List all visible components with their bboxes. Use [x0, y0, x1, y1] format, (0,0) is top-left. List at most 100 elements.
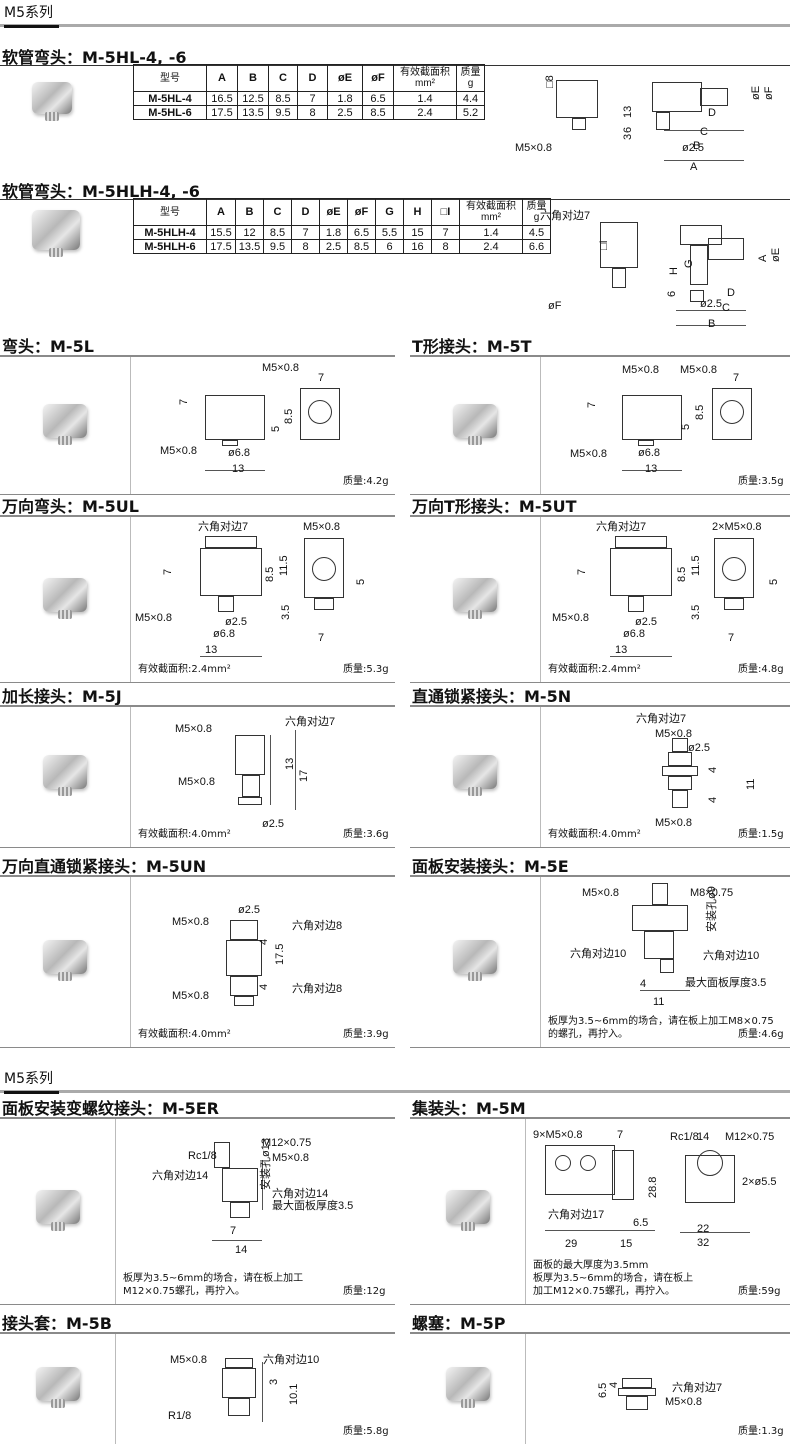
- dimension-label: 7: [318, 372, 325, 384]
- dimension-label: 六角对边7: [636, 713, 687, 725]
- drawing-line: [242, 775, 260, 797]
- mass-label: 质量:5.8g: [343, 1426, 389, 1437]
- table-cell: 8: [431, 239, 460, 254]
- thread-icon: [468, 787, 482, 796]
- dimension-label: 六角对边7: [285, 716, 336, 728]
- product-photo: [453, 403, 497, 438]
- dimension-label: 六角对边7: [198, 521, 249, 533]
- dimension-label: D: [727, 287, 735, 299]
- dimension-label: 17: [298, 769, 310, 782]
- panel-title: T形接头：M-5T: [412, 337, 532, 356]
- dimension-label: M5×0.8: [175, 723, 212, 735]
- dimension-label: M5×0.8: [680, 364, 717, 376]
- panel-note: 加工M12×0.75螺孔，再拧入。: [533, 1286, 675, 1297]
- drawing-line: [672, 738, 688, 752]
- dimension-label: 7: [617, 1129, 624, 1141]
- dimension-label: M5×0.8: [303, 521, 340, 533]
- dimension-label: M12×0.75: [725, 1131, 775, 1143]
- drawing-line: [676, 325, 746, 326]
- dimension-label: 2×M5×0.8: [712, 521, 762, 533]
- series-label: M5系列: [4, 1068, 59, 1094]
- dimension-label: 32: [697, 1237, 710, 1249]
- table-cell: 5.2: [456, 105, 485, 120]
- table-cell: 8: [297, 105, 328, 120]
- drawing-line: [218, 596, 234, 612]
- drawing-line: [610, 656, 672, 657]
- table-cell: 4.4: [456, 91, 485, 106]
- panel-title: 万向直通锁紧接头：M-5UN: [2, 857, 207, 876]
- product-photo: [35, 1367, 80, 1401]
- column-header: □I: [431, 198, 460, 226]
- panel-box: [410, 1117, 790, 1305]
- product-photo: [43, 403, 87, 438]
- dimension-label: 六角对边10: [263, 1354, 320, 1366]
- dimension-label: 7: [318, 632, 325, 644]
- image-cell: [0, 707, 131, 847]
- dimension-label: 11: [653, 996, 665, 1008]
- drawing-line: [622, 470, 682, 471]
- dimension-label: M5×0.8: [655, 728, 692, 740]
- table-cell: 6.5: [362, 91, 394, 106]
- dimension-label: M12×0.75: [262, 1137, 312, 1149]
- drawing-line: [712, 388, 752, 440]
- drawing-line: [664, 160, 744, 161]
- column-header: G: [375, 198, 404, 226]
- drawing-line: [700, 88, 728, 106]
- drawing-line: [676, 310, 746, 311]
- table-cell: 1.8: [319, 225, 348, 240]
- dimension-label: ø6.8: [228, 447, 251, 459]
- thread-icon: [50, 1221, 65, 1231]
- dimension-label: 六角对边10: [570, 948, 627, 960]
- table-cell: 2.5: [319, 239, 348, 254]
- table-cell: 6.5: [347, 225, 376, 240]
- product-photo: [32, 210, 80, 250]
- dimension-label: 3.5: [690, 604, 702, 620]
- mass-label: 质量:1.5g: [738, 829, 784, 840]
- dimension-label: 13: [622, 105, 634, 118]
- product-photo: [453, 940, 497, 974]
- dimension-label: 11.5: [690, 555, 702, 576]
- panel-box: [410, 875, 790, 1048]
- mass-label: 质量:4.6g: [738, 1029, 784, 1040]
- dimension-label: C: [700, 126, 708, 138]
- drawing-line: [308, 400, 332, 424]
- thread-icon: [58, 609, 72, 619]
- dimension-label: ø6.8: [623, 628, 646, 640]
- panel-title: 面板安装变螺纹接头：M-5ER: [2, 1099, 219, 1118]
- dimension-label: M5×0.8: [178, 776, 215, 788]
- drawing-line: [708, 238, 744, 260]
- drawing-line: [200, 656, 262, 657]
- dimension-label: 7: [178, 398, 190, 405]
- product-photo: [32, 82, 72, 114]
- table-cell: 8.5: [362, 105, 394, 120]
- drawing-line: [234, 996, 254, 1006]
- dimension-label: 安装孔ø9: [706, 886, 718, 932]
- image-cell: [410, 877, 541, 1047]
- panel-note: M12×0.75螺孔，再拧入。: [123, 1286, 245, 1297]
- dimension-label: 6: [666, 290, 678, 297]
- dimension-label: 7: [586, 401, 598, 408]
- drawing-line: [618, 1388, 656, 1396]
- drawing-line: [230, 1202, 250, 1218]
- dimension-label: □8: [544, 75, 556, 88]
- dimension-label: M5×0.8: [552, 612, 589, 624]
- table-cell: 5.5: [375, 225, 404, 240]
- dimension-label: 4: [258, 983, 270, 990]
- dimension-label: 14: [697, 1131, 710, 1143]
- thread-icon: [468, 609, 482, 619]
- table-cell: 1.4: [393, 91, 457, 106]
- drawing-line: [628, 596, 644, 612]
- dimension-label: 六角对边10: [703, 950, 760, 962]
- series-header: M5系列: [0, 0, 790, 28]
- dimension-label: 8.5: [676, 566, 688, 582]
- dimension-label: 4: [707, 766, 719, 773]
- dimension-label: ø2.5: [682, 142, 705, 154]
- drawing-line: [720, 400, 744, 424]
- section-title: 软管弯头：M-5HL-4, -6: [2, 48, 187, 67]
- drawing-line: [222, 440, 238, 446]
- panel-box: [0, 705, 395, 848]
- dimension-label: ø2.5: [700, 298, 723, 310]
- dimension-label: 六角对边7: [672, 1382, 723, 1394]
- dimension-label: 4: [640, 978, 647, 990]
